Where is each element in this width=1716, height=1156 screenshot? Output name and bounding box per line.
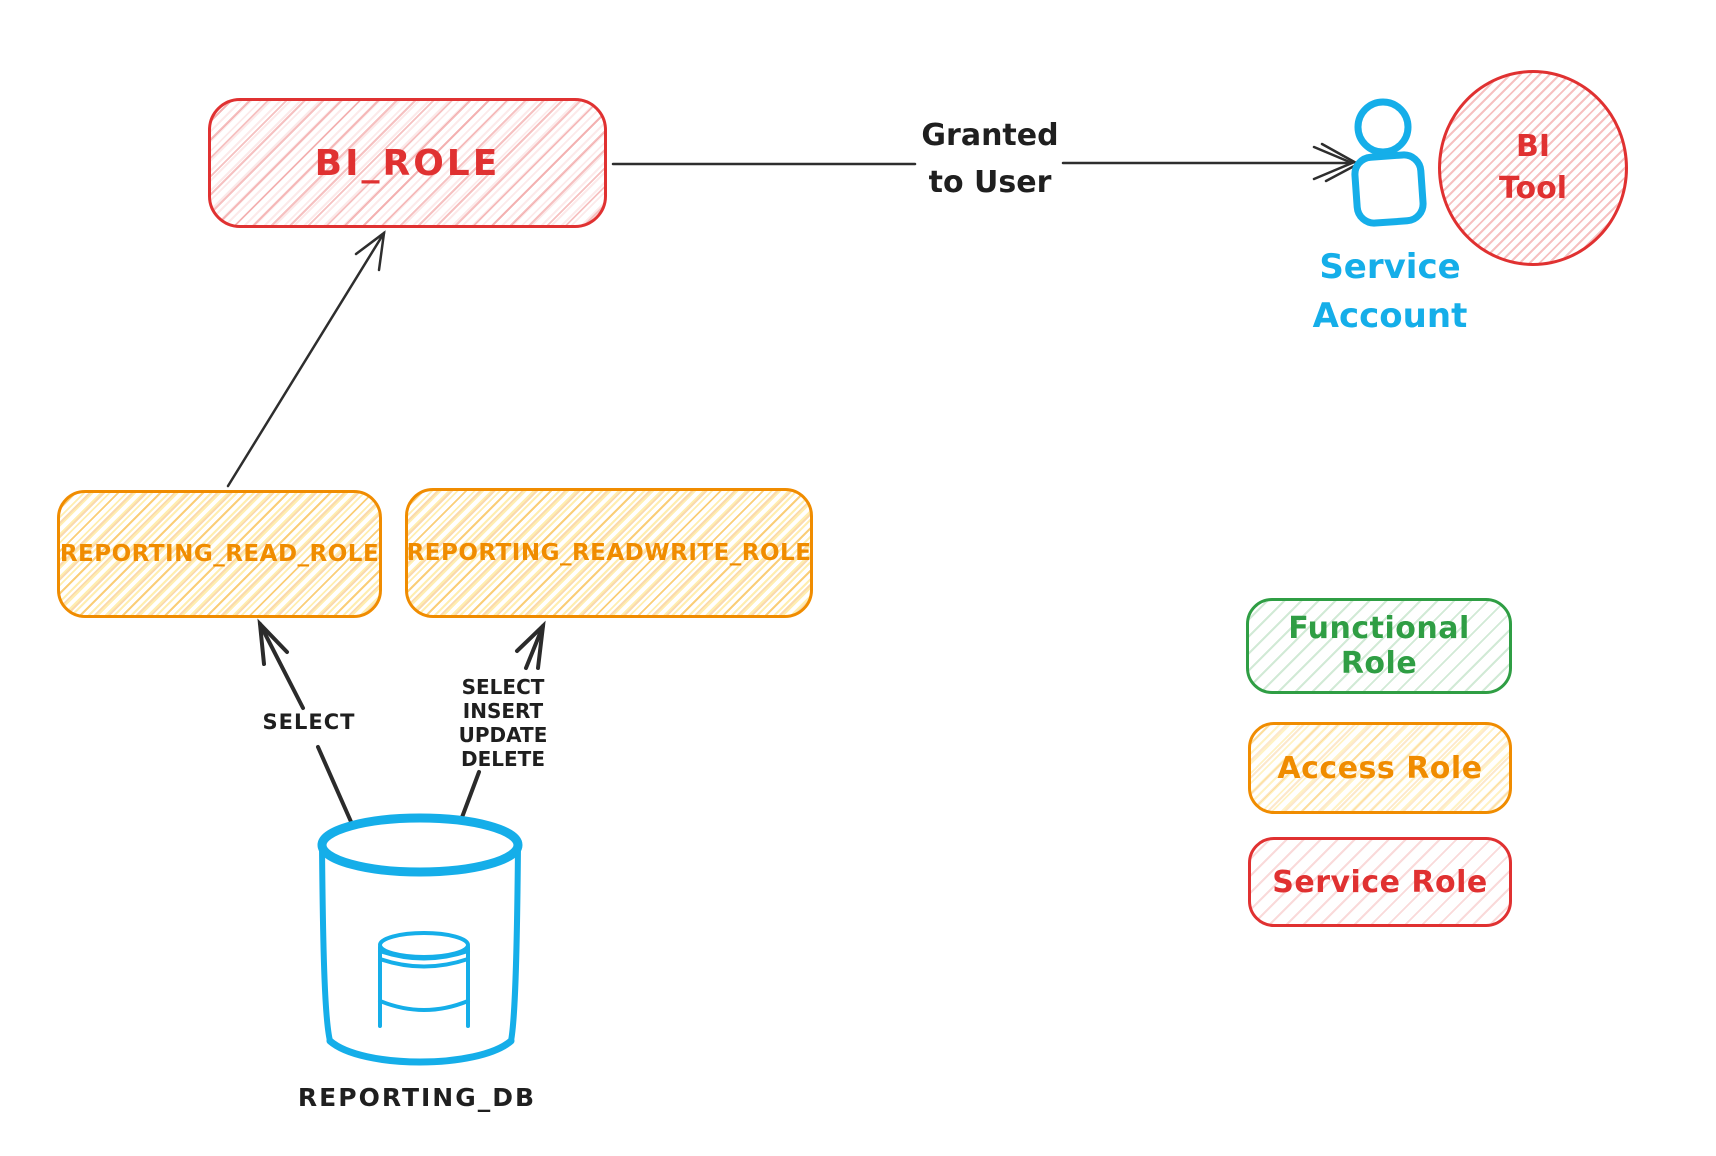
node-reporting-readwrite-role-label: REPORTING_READWRITE_ROLE (406, 540, 812, 566)
node-bi-tool-label-line1: BI (1515, 129, 1551, 164)
legend-functional-role-label: Functional Role (1288, 611, 1470, 681)
legend-access-role: Access Role (1248, 722, 1512, 814)
edge-granted-to-user-label-line2: to User (928, 165, 1052, 200)
edge-read-to-bi-arrow (226, 230, 386, 488)
edge-granted-to-user-label: Granted to User (860, 112, 1120, 206)
legend-functional-role: Functional Role (1246, 598, 1512, 694)
edge-granted-to-user-label-line1: Granted (921, 118, 1059, 153)
node-bi-tool: BI Tool (1438, 70, 1628, 266)
edge-db-to-read-label: SELECT (262, 710, 356, 734)
node-reporting-read-role-label: REPORTING_READ_ROLE (59, 541, 380, 567)
node-reporting-readwrite-role: REPORTING_READWRITE_ROLE (405, 488, 813, 618)
legend-service-role: Service Role (1248, 837, 1512, 927)
legend-access-role-label: Access Role (1277, 750, 1483, 786)
edge-db-to-readwrite-label-line4: DELETE (461, 747, 545, 771)
service-account-icon (1351, 98, 1427, 227)
service-account-caption-line2: Account (1312, 296, 1468, 336)
node-bi-tool-label-line2: Tool (1499, 171, 1567, 206)
reporting-db-icon (317, 813, 523, 1066)
edge-db-to-readwrite-label-line1: SELECT (461, 675, 545, 699)
node-reporting-read-role: REPORTING_READ_ROLE (57, 490, 382, 618)
edge-db-to-readwrite-label-line2: INSERT (462, 699, 544, 723)
node-bi-role-label: BI_ROLE (314, 142, 501, 184)
reporting-db-caption: REPORTING_DB (297, 1083, 537, 1112)
edge-db-to-readwrite-label-line3: UPDATE (458, 723, 548, 747)
node-bi-role: BI_ROLE (208, 98, 607, 228)
legend-service-role-label: Service Role (1272, 864, 1488, 900)
edge-db-to-readwrite-label: SELECT INSERT UPDATE DELETE (443, 675, 563, 771)
reporting-db-inner-disk (378, 931, 470, 1028)
service-account-caption-line1: Service (1319, 247, 1461, 287)
service-account-caption: Service Account (1280, 243, 1500, 341)
